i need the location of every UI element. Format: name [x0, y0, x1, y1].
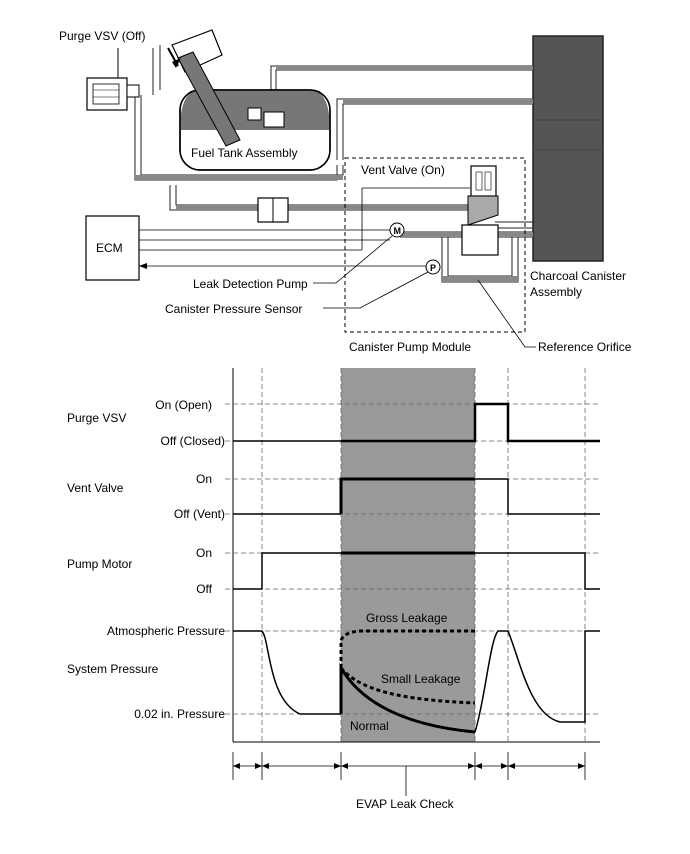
canister-pump-module	[344, 157, 526, 333]
tank-valve-2	[263, 111, 285, 128]
evap-leak-check-label: EVAP Leak Check	[356, 797, 455, 811]
pump-motor-row-label: Pump Motor	[67, 557, 132, 571]
ecm-label: ECM	[96, 241, 123, 255]
small-leakage-label: Small Leakage	[381, 672, 461, 686]
ecm: ECM	[85, 187, 470, 281]
filler-neck	[167, 29, 241, 147]
system-pressure-label: System Pressure	[67, 662, 159, 676]
vent-valve: Vent Valve (On)	[361, 163, 499, 256]
tank-valve-1	[247, 107, 262, 121]
pump-motor-low-label: Off	[196, 582, 212, 596]
pump-motor-high-label: On	[196, 546, 212, 560]
purge-vsv: Purge VSV (Off)	[59, 29, 145, 111]
svg-text:M: M	[394, 226, 402, 236]
gross-leakage-label: Gross Leakage	[366, 611, 448, 625]
reference-orifice-label: Reference Orifice	[538, 340, 632, 354]
fuel-tank-label: Fuel Tank Assembly	[191, 146, 298, 160]
charcoal-canister	[532, 35, 604, 262]
low-pressure-label: 0.02 in. Pressure	[134, 707, 225, 721]
evap-check-highlight	[341, 368, 475, 742]
pressure-sensor-symbol: P	[425, 259, 441, 275]
normal-label: Normal	[350, 719, 389, 733]
check-valve	[257, 197, 289, 223]
vent-valve-label: Vent Valve (On)	[361, 163, 445, 177]
charcoal-canister-label-1: Charcoal Canister	[530, 269, 626, 283]
schematic: Fuel Tank Assembly Purge VSV (Off)	[59, 29, 632, 354]
interval-arrowheads	[233, 763, 585, 769]
pump-motor-signal	[233, 552, 341, 590]
normal-curve	[339, 662, 476, 734]
small-leakage-curve	[339, 667, 476, 705]
purge-vsv-label: Purge VSV (Off)	[59, 29, 145, 43]
motor-symbol: M	[389, 222, 405, 238]
vent-valve-low-label: Off (Vent)	[174, 507, 225, 521]
leak-pump-label: Leak Detection Pump	[193, 277, 308, 291]
pump-module-label: Canister Pump Module	[349, 340, 471, 354]
vent-valve-row-label: Vent Valve	[67, 481, 124, 495]
pressure-sensor-label: Canister Pressure Sensor	[165, 302, 302, 316]
purge-vsv-row-label: Purge VSV	[67, 411, 126, 425]
interval-markers	[232, 752, 586, 796]
pressure-curve-pre	[233, 630, 341, 715]
svg-text:P: P	[430, 263, 436, 273]
charcoal-canister-label-2: Assembly	[530, 285, 582, 299]
vent-valve-high-label: On	[196, 472, 212, 486]
pressure-curve-post	[474, 630, 600, 733]
timing-chart: Purge VSV On (Open) Off (Closed) Vent Va…	[67, 368, 600, 811]
purge-vsv-low-label: Off (Closed)	[161, 434, 225, 448]
purge-vsv-high-label: On (Open)	[155, 398, 212, 412]
gross-leakage-curve	[339, 629, 475, 668]
atmospheric-pressure-label: Atmospheric Pressure	[107, 624, 225, 638]
